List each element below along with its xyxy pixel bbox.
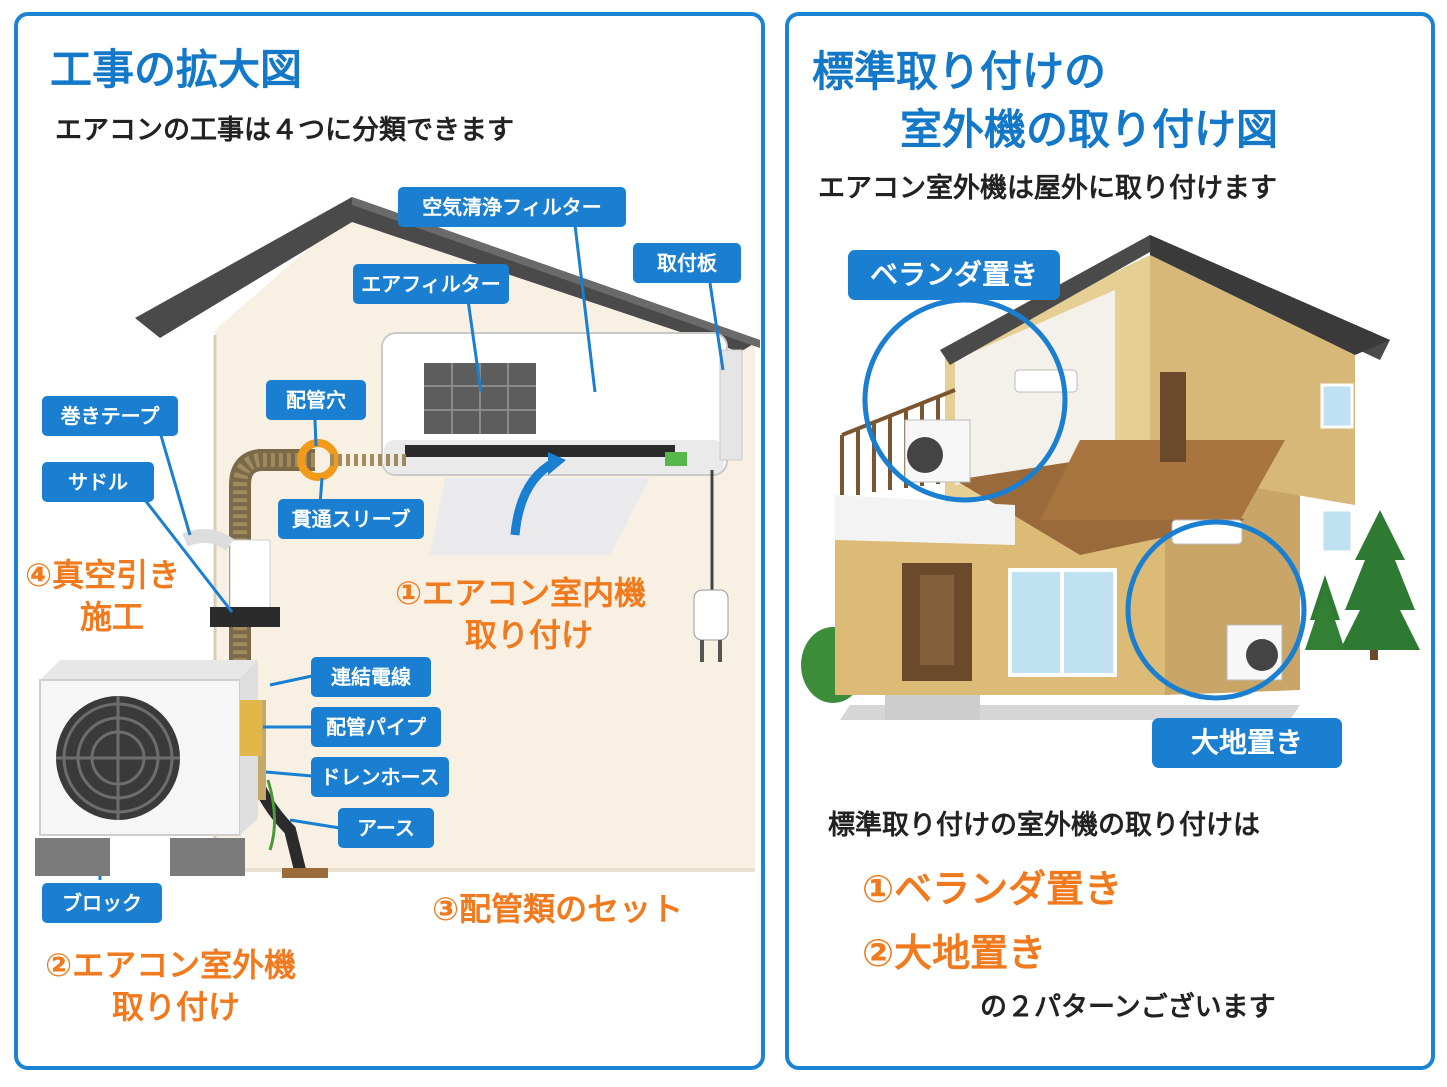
veranda-highlight-circle [862, 297, 1068, 503]
label-earth: アース [338, 808, 434, 848]
right-title-line2: 室外機の取り付け図 [900, 105, 1279, 154]
air-filter-grid [424, 363, 536, 434]
step2-line1: ②エアコン室外機 [45, 946, 297, 984]
tag-veranda: ベランダ置き [848, 250, 1060, 300]
indoor-ac-unit [381, 332, 743, 662]
label-air-filter: エアフィルター [353, 264, 509, 304]
summary-option1: ①ベランダ置き [862, 867, 1123, 911]
left-subtitle: エアコンの工事は４つに分類できます [55, 115, 514, 146]
label-through-sleeve: 貫通スリーブ [278, 499, 424, 539]
step3: ③配管類のセット [432, 890, 684, 928]
left-title: 工事の拡大図 [50, 45, 303, 94]
step4-line1: ④真空引き [25, 556, 181, 594]
label-air-purifier-filter: 空気清浄フィルター [398, 187, 626, 227]
tag-ground: 大地置き [1152, 718, 1342, 768]
right-house-illustration [801, 235, 1420, 720]
step1-line2: 取り付け [465, 616, 594, 654]
label-block: ブロック [42, 883, 162, 923]
label-saddle: サドル [42, 462, 154, 502]
label-wrapping-tape: 巻きテープ [42, 396, 178, 436]
leader-lines-left [98, 224, 725, 880]
right-panel [785, 12, 1435, 1070]
label-drain-hose: ドレンホース [311, 757, 449, 797]
summary-option2: ②大地置き [862, 931, 1047, 975]
step1-line1: ①エアコン室内機 [395, 574, 647, 612]
label-pipe-hole: 配管穴 [266, 380, 366, 420]
step4-line2: 施工 [80, 598, 145, 636]
ground-highlight-circle [1125, 519, 1307, 701]
outdoor-ac-unit-left [35, 660, 262, 876]
right-subtitle: エアコン室外機は屋外に取り付けます [818, 173, 1277, 204]
step2-line2: 取り付け [112, 988, 241, 1026]
summary-intro: 標準取り付けの室外機の取り付けは [828, 810, 1260, 841]
label-mounting-plate: 取付板 [633, 243, 741, 283]
label-piping-pipe: 配管パイプ [311, 707, 441, 747]
label-connecting-wire: 連結電線 [311, 657, 431, 697]
summary-outro: の２パターンございます [980, 992, 1276, 1023]
right-title-line1: 標準取り付けの [812, 47, 1107, 96]
